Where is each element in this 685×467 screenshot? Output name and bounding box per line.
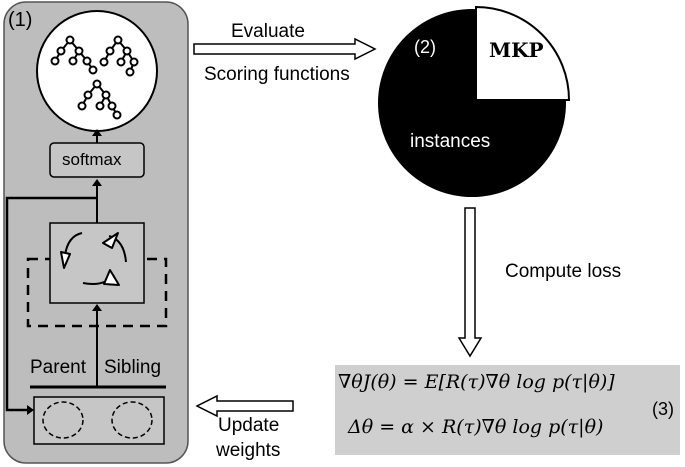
loss-formula-box	[335, 365, 680, 455]
sibling-label: Sibling	[104, 357, 162, 378]
arrowhead	[92, 304, 102, 311]
mkp-slice	[475, 5, 571, 101]
arrowhead	[27, 405, 34, 415]
arrowhead	[92, 179, 102, 186]
feedback-loop-line	[5, 196, 97, 412]
arrowhead	[92, 129, 102, 136]
refresh-icon	[60, 232, 127, 286]
step-1-label: (1)	[8, 9, 33, 31]
input-nodes-box	[33, 396, 165, 445]
compute-loss-label: Compute loss	[505, 261, 622, 282]
weight-update-formula: Δθ = α × R(τ)∇θ log p(τ|θ)	[348, 416, 604, 438]
softmax-label: softmax	[62, 150, 122, 169]
update-weights-arrow	[195, 394, 294, 418]
compute-loss-arrow	[457, 207, 483, 358]
instances-label: instances	[410, 131, 491, 152]
parent-node	[42, 401, 84, 439]
step-2-label: (2)	[414, 37, 436, 57]
softmax-box	[49, 142, 145, 178]
evaluate-label: Evaluate	[231, 21, 305, 42]
policy-gradient-formula: ∇θJ(θ) = E[R(τ)∇θ log p(τ|θ)]	[338, 371, 615, 393]
mkp-label: MKP	[489, 38, 544, 62]
parent-label: Parent	[30, 357, 86, 378]
evaluate-arrow	[193, 37, 377, 61]
scoring-functions-label: Scoring functions	[204, 64, 350, 85]
tree-icon	[50, 35, 98, 75]
update-label: Update	[218, 415, 280, 436]
tree-icon	[99, 35, 139, 77]
sibling-node	[111, 401, 153, 439]
weights-label: weights	[216, 440, 281, 461]
tree-icon	[77, 79, 122, 120]
step-3-label: (3)	[652, 399, 674, 419]
